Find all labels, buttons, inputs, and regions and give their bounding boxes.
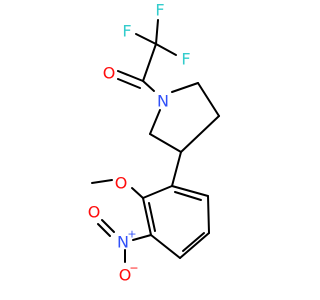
bond-c4-c5 [149, 133, 182, 153]
charge-n-nitro: + [127, 228, 136, 241]
bond-carbonyl-o-2 [117, 78, 141, 89]
bond-ar-nnitro [132, 234, 152, 241]
bond-arom-inner-2 [182, 232, 205, 252]
bonds [91, 19, 220, 263]
atom-labels: F F F O N O N + O O − [88, 1, 191, 285]
atom-o-nitro-single: O [119, 266, 132, 285]
bond-ar1-ar2 [142, 185, 173, 199]
bond-cf3-f2 [155, 19, 159, 45]
bond-c2-c3 [197, 82, 220, 117]
structure-svg: F F F O N O N + O O − [88, 1, 220, 285]
atom-n-pyrrolidine: N [157, 92, 169, 111]
bond-cf3-carbonyl [142, 43, 157, 82]
bond-cf3-f3 [155, 43, 177, 56]
bond-ar-omethoxy [131, 187, 144, 199]
bond-ar3-ar4 [150, 234, 181, 259]
atom-n-nitro: N [117, 233, 129, 252]
bond-carbonyl-n [142, 80, 155, 92]
bond-ring-aryl [171, 151, 182, 187]
atom-f3: F [181, 50, 190, 69]
atom-o-carbonyl: O [103, 64, 116, 83]
bond-n-c2 [171, 82, 199, 93]
bond-arom-inner-1 [148, 202, 156, 232]
bond-nnitro-o-double-2 [97, 223, 111, 237]
bond-ar4-ar5 [179, 232, 210, 259]
bond-ar5-ar6 [207, 195, 210, 234]
charge-o-nitro: − [129, 262, 138, 275]
atom-o-methoxy: O [115, 174, 128, 193]
molecule-drawing: F F F O N O N + O O − [88, 1, 220, 285]
bond-nnitro-o-double-1 [101, 219, 115, 233]
bond-cf3-f1 [135, 33, 157, 45]
bond-c3-c4 [180, 115, 220, 153]
atom-f1: F [122, 22, 131, 41]
atom-o-nitro-double: O [88, 203, 101, 222]
bond-ar6-ar1 [171, 185, 209, 197]
atom-f2: F [155, 1, 164, 20]
bond-ar2-ar3 [142, 197, 152, 236]
bond-arom-inner-3 [174, 191, 202, 201]
bond-carbonyl-o-1 [117, 70, 144, 82]
bond-c5-n [149, 109, 161, 135]
bond-omethoxy-ch3 [91, 179, 113, 184]
